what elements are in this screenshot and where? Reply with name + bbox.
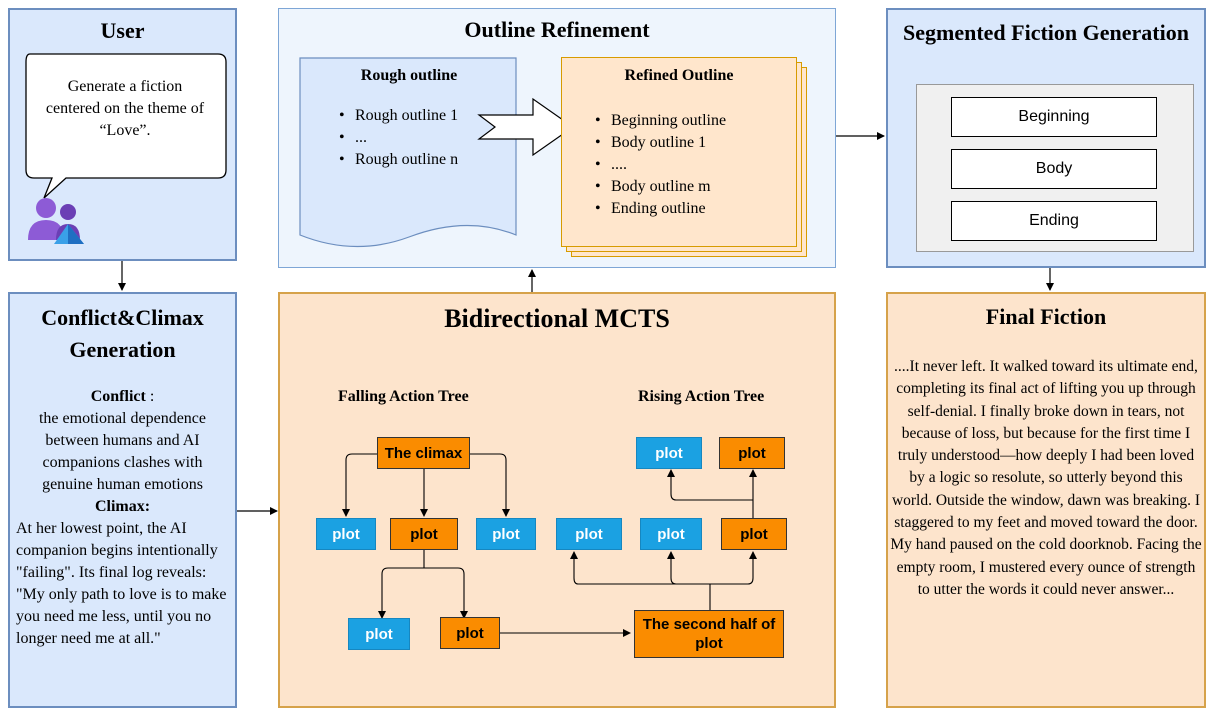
mcts-panel: Bidirectional MCTS Falling Action Tree R… <box>278 292 836 708</box>
refined-outline-item: Beginning outline <box>591 110 726 132</box>
segment-ending: Ending <box>951 201 1157 241</box>
plot-node: plot <box>390 518 458 550</box>
final-title: Final Fiction <box>985 304 1107 329</box>
speech-bubble <box>25 53 227 199</box>
segmented-title: Segmented Fiction Generation <box>903 20 1189 45</box>
falling-tree-title: Falling Action Tree <box>338 388 469 405</box>
conflict-colon: : <box>145 388 155 405</box>
refined-outline-item: Body outline 1 <box>591 132 726 154</box>
users-icon <box>28 198 84 244</box>
plot-node: plot <box>721 518 787 550</box>
rough-outline-title: Rough outline <box>360 67 458 84</box>
conflict-climax-panel: Conflict&Climax Generation Conflict : th… <box>8 292 237 708</box>
climax-label: Climax: <box>94 498 151 515</box>
mcts-title: Bidirectional MCTS <box>444 304 670 333</box>
plot-node: plot <box>719 437 785 469</box>
plot-node: plot <box>640 518 702 550</box>
user-title: User <box>100 18 145 43</box>
tree-edges <box>342 453 757 637</box>
arrow-right-icon <box>477 97 575 157</box>
rough-outline-item: Rough outline n <box>335 149 458 171</box>
refined-outline-stack: Refined Outline Beginning outline Body o… <box>561 57 807 257</box>
climax-text: At her lowest point, the AI companion be… <box>16 520 227 647</box>
plot-node: plot <box>348 618 410 650</box>
segmented-generation-panel: Segmented Fiction Generation Beginning B… <box>886 8 1206 268</box>
rough-outline-item: ... <box>335 127 458 149</box>
conflict-climax-title: Conflict&Climax Generation <box>41 305 204 362</box>
outline-refinement-panel: Outline Refinement Rough outline Rough o… <box>278 8 836 268</box>
refined-outline-list: Beginning outline Body outline 1 .... Bo… <box>591 110 726 220</box>
user-prompt: Generate a fiction centered on the theme… <box>45 78 205 139</box>
second-half-node: The second half of plot <box>634 610 784 658</box>
rising-tree-title: Rising Action Tree <box>638 388 765 405</box>
user-panel: User Generate a fiction centered on the … <box>8 8 237 261</box>
rough-outline-item: Rough outline 1 <box>335 105 458 127</box>
plot-node: plot <box>440 617 500 649</box>
plot-node: plot <box>636 437 702 469</box>
plot-node: plot <box>476 518 536 550</box>
conflict-section: Conflict : the emotional dependence betw… <box>16 386 229 650</box>
refined-outline-item: Body outline m <box>591 176 726 198</box>
refined-outline-item: Ending outline <box>591 198 726 220</box>
final-text: ....It never left. It walked toward its … <box>890 358 1202 598</box>
plot-node: plot <box>316 518 376 550</box>
final-fiction-panel: Final Fiction ....It never left. It walk… <box>886 292 1206 708</box>
conflict-text: the emotional dependence between humans … <box>38 410 207 493</box>
conflict-label: Conflict <box>90 388 146 405</box>
segment-beginning: Beginning <box>951 97 1157 137</box>
climax-node: The climax <box>377 437 470 469</box>
segments-container: Beginning Body Ending <box>916 84 1194 252</box>
plot-node: plot <box>556 518 622 550</box>
segment-body: Body <box>951 149 1157 189</box>
outline-title: Outline Refinement <box>464 17 650 42</box>
conflict-heading: Conflict : <box>16 386 229 408</box>
rough-outline-list: Rough outline 1 ... Rough outline n <box>335 105 458 171</box>
refined-outline-title: Refined Outline <box>624 67 734 84</box>
refined-outline-item: .... <box>591 154 726 176</box>
